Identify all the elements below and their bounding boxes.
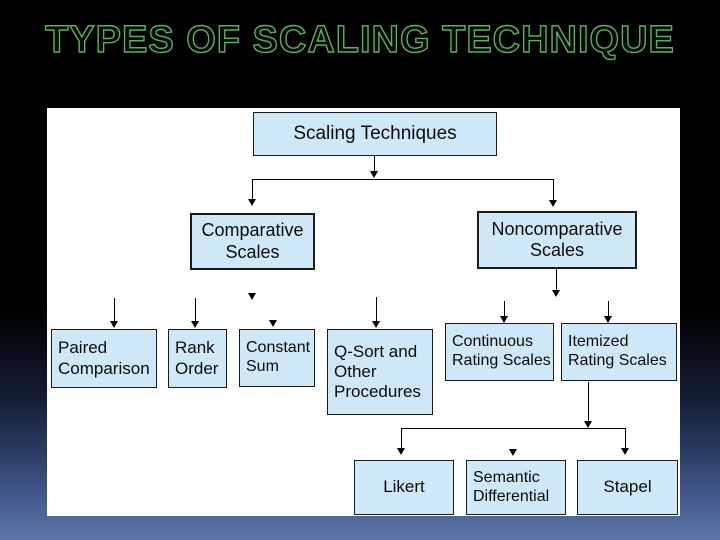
arrow-down-qsort <box>372 321 380 328</box>
node-comparative-scales: Comparative Scales <box>190 213 315 270</box>
connector-drop-likert <box>401 429 402 448</box>
node-label: Scaling Techniques <box>293 122 457 144</box>
node-label: Rank Order <box>175 338 219 378</box>
arrow-down-likert <box>397 448 405 455</box>
slide-title: TYPES OF SCALING TECHNIQUE <box>44 18 675 61</box>
node-label: Continuous Rating Scales <box>452 333 551 369</box>
arrow-down-continuous <box>500 316 508 323</box>
connector-drop-rank <box>195 298 196 321</box>
node-label: Likert <box>383 477 425 497</box>
arrow-below-comparative <box>248 293 256 300</box>
connector-drop-paired <box>114 298 115 321</box>
connector-drop-continuous <box>504 301 505 316</box>
connector-itemized-stem <box>588 382 589 421</box>
node-label: Paired Comparison <box>58 338 150 378</box>
node-label: Stapel <box>603 477 652 497</box>
connector-root-stub <box>374 156 375 172</box>
node-q-sort-other-procedures: Q-Sort and Other Procedures <box>327 329 433 415</box>
node-label: Comparative Scales <box>201 220 304 262</box>
connector-drop-noncomparative <box>553 180 554 200</box>
connector-drop-comparative <box>252 180 253 199</box>
connector-drop-stapel <box>625 429 626 448</box>
node-label: Noncomparative Scales <box>491 218 623 260</box>
node-semantic-differential: Semantic Differential <box>466 460 566 515</box>
node-likert: Likert <box>354 460 454 515</box>
arrow-down-constant <box>269 320 277 327</box>
arrow-down-paired <box>110 321 118 328</box>
arrow-itemized-to-rail <box>584 421 592 428</box>
node-label: Semantic Differential <box>473 468 550 505</box>
node-paired-comparison: Paired Comparison <box>51 329 157 388</box>
arrow-down-noncomparative <box>549 200 557 207</box>
arrow-down-comparative <box>248 199 256 206</box>
node-noncomparative-scales: Noncomparative Scales <box>477 211 637 269</box>
connector-drop-qsort <box>376 297 377 321</box>
arrow-down-stapel <box>621 448 629 455</box>
connector-below-noncomparative <box>556 269 557 290</box>
connector-bottom-rail <box>401 428 626 429</box>
node-stapel: Stapel <box>577 460 678 515</box>
node-label: Q-Sort and Other Procedures <box>334 341 421 402</box>
arrow-below-noncomparative <box>552 290 560 297</box>
node-scaling-techniques: Scaling Techniques <box>253 112 497 156</box>
node-itemized-rating-scales: Itemized Rating Scales <box>561 323 677 381</box>
arrow-down-itemized <box>604 316 612 323</box>
node-label: Itemized Rating Scales <box>568 333 667 369</box>
connector-top-rail <box>252 179 554 180</box>
arrow-down-root <box>370 171 378 178</box>
diagram-panel: Scaling Techniques Comparative Scales No… <box>47 108 680 516</box>
node-constant-sum: Constant Sum <box>239 329 315 387</box>
node-continuous-rating-scales: Continuous Rating Scales <box>445 323 554 381</box>
connector-drop-itemized <box>608 301 609 316</box>
arrow-down-rank <box>191 321 199 328</box>
node-rank-order: Rank Order <box>168 329 227 388</box>
node-label: Constant Sum <box>246 339 311 375</box>
arrow-down-semantic <box>509 449 517 456</box>
